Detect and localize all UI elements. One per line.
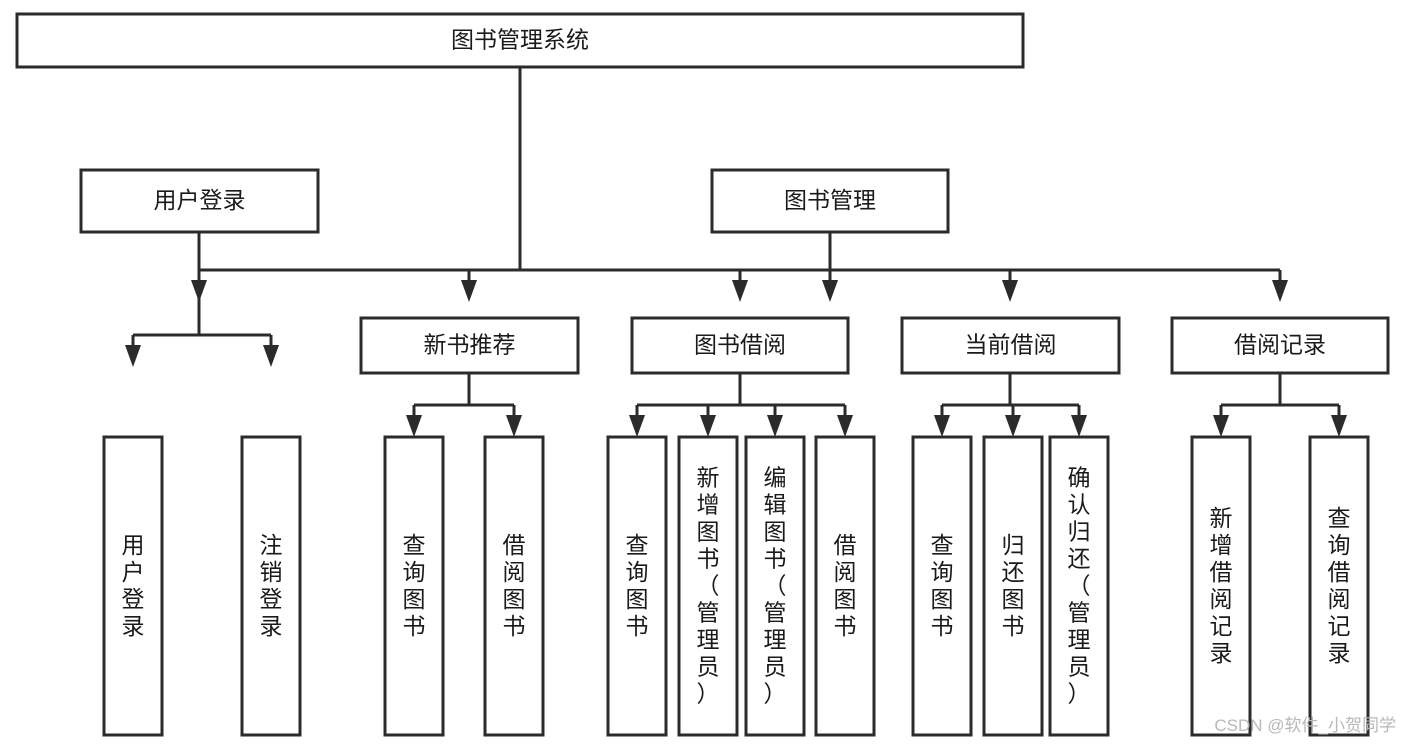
arrow-head-icon — [629, 415, 645, 437]
node-book-manage[interactable]: 图书管理 — [710, 168, 950, 234]
node-leaf-user-login[interactable]: 用户登录 — [102, 435, 164, 737]
node-leaf-borrow-book-2[interactable]: 借阅图书 — [814, 435, 876, 737]
level3-node-box[interactable] — [630, 316, 850, 375]
arrow-head-icon — [506, 415, 522, 437]
node-label: 借阅图书 — [503, 532, 526, 639]
node-leaf-query-book-3[interactable]: 查询图书 — [911, 435, 973, 737]
node-label: 用户登录 — [154, 187, 246, 213]
arrow-head-icon — [406, 415, 422, 437]
node-leaf-edit-book[interactable]: 编辑图书（管理员） — [744, 435, 806, 737]
node-user-login[interactable]: 用户登录 — [79, 168, 320, 234]
node-leaf-logout[interactable]: 注销登录 — [240, 435, 302, 737]
arrow-head-icon — [1002, 280, 1018, 302]
boxes-layer: 图书管理系统用户登录图书管理新书推荐图书借阅当前借阅借阅记录用户登录注销登录查询… — [15, 12, 1390, 737]
watermark-label: CSDN @软件_小贺同学 — [1214, 716, 1396, 735]
node-root[interactable]: 图书管理系统 — [15, 12, 1025, 69]
node-label: 查询图书 — [403, 532, 426, 639]
connector-bookborrow-to-leaves — [629, 373, 853, 437]
arrow-head-icon — [1005, 415, 1021, 437]
connector-newbook-to-leaves — [406, 373, 522, 437]
node-leaf-confirm-return[interactable]: 确认归还（管理员） — [1048, 435, 1110, 737]
leaf-node-box[interactable] — [102, 435, 164, 737]
node-label: 图书管理系统 — [451, 27, 589, 53]
arrow-head-icon — [732, 280, 748, 302]
node-label: 当前借阅 — [965, 332, 1057, 358]
node-leaf-add-record[interactable]: 新增借阅记录 — [1190, 435, 1252, 737]
leaf-node-box[interactable] — [383, 435, 445, 737]
node-label: 归还图书 — [1002, 532, 1025, 639]
node-label: 用户登录 — [122, 532, 145, 639]
arrow-head-icon — [125, 345, 141, 367]
leaf-node-box[interactable] — [240, 435, 302, 737]
leaf-node-box[interactable] — [911, 435, 973, 737]
node-label: 图书借阅 — [694, 332, 786, 358]
node-label: 确认归还（管理员） — [1068, 465, 1091, 707]
leaf-node-box[interactable] — [483, 435, 545, 737]
node-label: 新书推荐 — [424, 332, 516, 358]
leaf-node-box[interactable] — [814, 435, 876, 737]
node-borrow-record[interactable]: 借阅记录 — [1170, 316, 1390, 375]
node-label: 查询借阅记录 — [1328, 505, 1351, 666]
leaf-node-box[interactable] — [1190, 435, 1252, 737]
arrow-head-icon — [837, 415, 853, 437]
level2-node-box[interactable] — [710, 168, 950, 234]
node-leaf-query-book-1[interactable]: 查询图书 — [383, 435, 445, 737]
node-label: 注销登录 — [260, 532, 283, 639]
node-label: 编辑图书（管理员） — [764, 465, 787, 707]
node-leaf-query-book-2[interactable]: 查询图书 — [606, 435, 668, 737]
node-leaf-return-book[interactable]: 归还图书 — [982, 435, 1044, 737]
connector-userlogin-to-leaves — [125, 232, 279, 367]
node-new-book-recommend[interactable]: 新书推荐 — [359, 316, 580, 375]
node-label: 查询图书 — [931, 532, 954, 639]
level3-node-box[interactable] — [359, 316, 580, 375]
node-leaf-borrow-book-1[interactable]: 借阅图书 — [483, 435, 545, 737]
node-leaf-add-book[interactable]: 新增图书（管理员） — [677, 435, 739, 737]
node-current-borrow[interactable]: 当前借阅 — [900, 316, 1121, 375]
leaf-node-box[interactable] — [744, 435, 806, 737]
root-node-box[interactable] — [15, 12, 1025, 69]
arrow-head-icon — [1071, 415, 1087, 437]
node-leaf-query-record[interactable]: 查询借阅记录 — [1308, 435, 1370, 737]
connector-borrowrecord-to-leaves — [1213, 373, 1347, 437]
leaf-node-box[interactable] — [677, 435, 739, 737]
leaf-node-box[interactable] — [606, 435, 668, 737]
node-label: 新增借阅记录 — [1210, 505, 1233, 666]
arrow-head-icon — [700, 415, 716, 437]
level3-node-box[interactable] — [900, 316, 1121, 375]
leaf-node-box[interactable] — [1308, 435, 1370, 737]
node-label: 新增图书（管理员） — [697, 465, 720, 707]
node-label: 借阅记录 — [1234, 332, 1326, 358]
arrow-head-icon — [934, 415, 950, 437]
node-label: 查询图书 — [626, 532, 649, 639]
arrow-head-icon — [1331, 415, 1347, 437]
level2-node-box[interactable] — [79, 168, 320, 234]
level3-node-box[interactable] — [1170, 316, 1390, 375]
arrow-head-icon — [461, 280, 477, 302]
connector-currentborrow-to-leaves — [934, 373, 1087, 437]
node-book-borrow[interactable]: 图书借阅 — [630, 316, 850, 375]
leaf-node-box[interactable] — [982, 435, 1044, 737]
node-label: 图书管理 — [784, 187, 876, 213]
arrow-head-icon — [1272, 280, 1288, 302]
arrow-head-icon — [1213, 415, 1229, 437]
arrow-head-icon — [263, 345, 279, 367]
arrow-head-icon — [822, 280, 838, 302]
node-label: 借阅图书 — [834, 532, 857, 639]
connectors-layer — [125, 67, 1347, 437]
connector-bookmanage-to-level3 — [461, 232, 1288, 302]
arrow-head-icon — [767, 415, 783, 437]
leaf-node-box[interactable] — [1048, 435, 1110, 737]
